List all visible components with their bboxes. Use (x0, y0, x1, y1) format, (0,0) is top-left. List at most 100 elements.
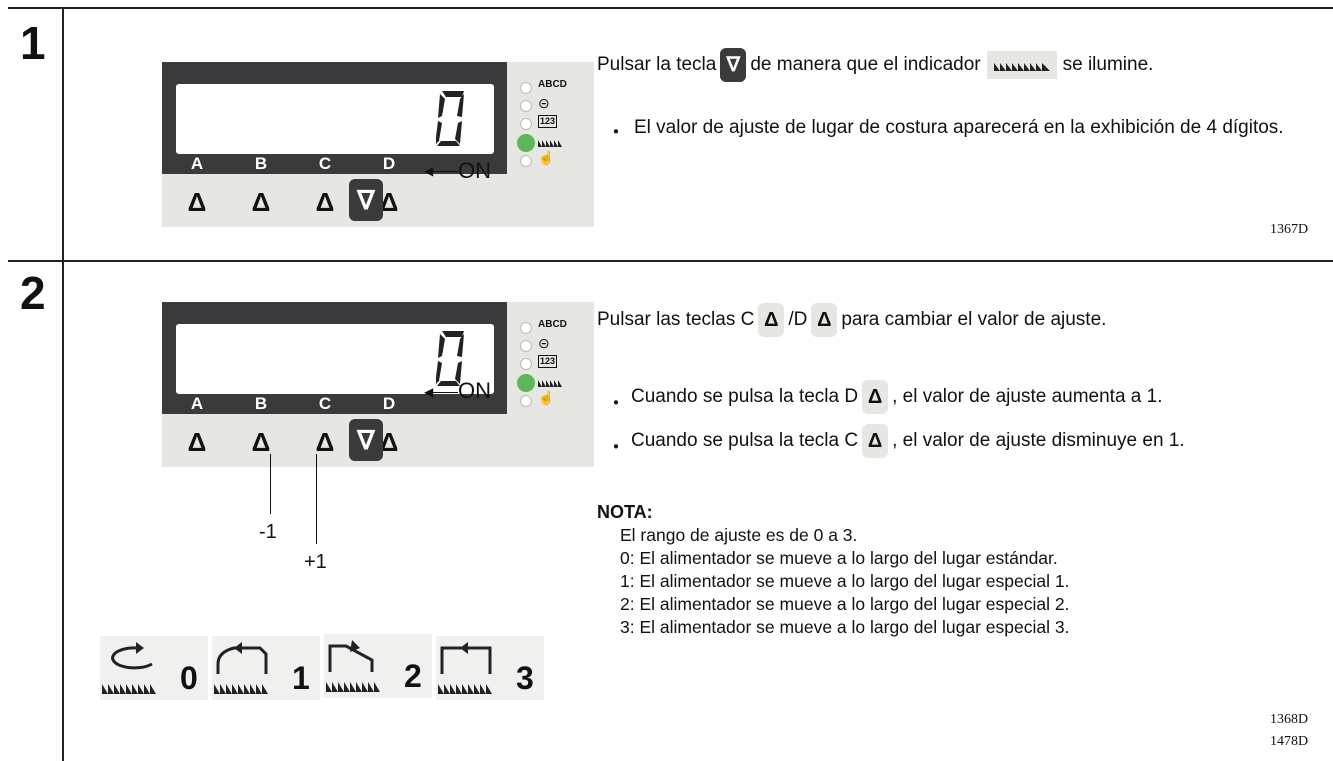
control-panel-step2: A B C D ABCD ⊝ 123 ☝ Δ Δ Δ Δ ∇ (162, 302, 594, 467)
mode-number-2: 2 (404, 658, 422, 694)
step2-main-sep: /D (788, 309, 808, 331)
inline-up-key-d-icon: Δ (862, 380, 889, 414)
key-b[interactable]: Δ (251, 427, 271, 457)
plus-callout-line (316, 454, 317, 544)
ref-code: 1367D (1270, 222, 1309, 237)
led-abcd (520, 82, 532, 94)
minus-one-label: -1 (259, 521, 277, 543)
led-feed-on (517, 134, 535, 152)
ref-code: 1478D (1270, 734, 1309, 749)
abcd-label: ABCD (538, 319, 567, 330)
bullet1-before: Cuando se pulsa la tecla D (631, 386, 859, 408)
mode-number-3: 3 (516, 660, 534, 696)
counter-icon: 123 (538, 355, 558, 368)
mode-number-0: 0 (180, 660, 198, 696)
inline-up-key-c-icon: Δ (758, 303, 785, 337)
inline-up-key-c-icon: Δ (862, 424, 889, 458)
step-number-1: 1 (20, 17, 46, 69)
seven-seg-digit (435, 89, 468, 154)
letter-d: D (382, 394, 396, 413)
on-label-step2: ON (458, 378, 491, 403)
key-a[interactable]: Δ (187, 427, 207, 457)
down-key[interactable]: ∇ (349, 179, 383, 221)
ref-code: 1368D (1270, 712, 1309, 727)
led-program (520, 155, 532, 167)
bullet2-after: , el valor de ajuste disminuye en 1. (892, 430, 1185, 452)
nota-line: 2: El alimentador se mueve a lo largo de… (620, 594, 1070, 614)
step2-main-before: Pulsar las teclas C (597, 309, 755, 331)
step2-main-after: para cambiar el valor de ajuste. (841, 309, 1107, 331)
key-b[interactable]: Δ (251, 187, 271, 217)
nota-line: 1: El alimentador se mueve a lo largo de… (620, 571, 1070, 591)
step-number-2: 2 (20, 267, 46, 319)
mode-icon-0: 0 (100, 636, 208, 700)
display-letters: A B C D (176, 154, 494, 174)
bullet1-after: , el valor de ajuste aumenta a 1. (892, 386, 1163, 408)
control-panel-step1: A B C D ABCD ⊝ 123 ☝ Δ Δ Δ Δ ∇ (162, 62, 594, 227)
plus-one-label: +1 (304, 551, 327, 573)
mode-icon-3: 3 (436, 636, 544, 700)
on-arrow (428, 171, 458, 172)
counter-icon: 123 (538, 115, 558, 128)
inline-feed-indicator-icon (986, 51, 1057, 79)
down-key[interactable]: ∇ (349, 419, 383, 461)
inline-up-key-d-icon: Δ (811, 303, 838, 337)
led-feed-on (517, 374, 535, 392)
letter-a: A (190, 154, 204, 173)
arrow-head: ◀ (424, 385, 434, 399)
instruction-table (8, 7, 1333, 761)
bullet-marker: ・ (606, 437, 626, 459)
led-abcd (520, 322, 532, 334)
key-d[interactable]: Δ (379, 187, 399, 217)
step1-main-text: Pulsar la tecla∇de manera que el indicad… (597, 48, 1153, 82)
row-divider (8, 260, 1333, 262)
nota-title: NOTA: (597, 502, 653, 522)
hand-p-icon: ☝ (538, 390, 555, 405)
four-digit-display (176, 84, 494, 154)
letter-d: D (382, 154, 396, 173)
mode-number-1: 1 (292, 660, 310, 696)
key-a[interactable]: Δ (187, 187, 207, 217)
key-c[interactable]: Δ (315, 187, 335, 217)
feed-dog-icon (538, 137, 562, 150)
seven-seg-digit (435, 329, 468, 394)
nota-line: El rango de ajuste es de 0 a 3. (620, 525, 858, 545)
inline-down-key-icon: ∇ (720, 48, 747, 82)
letter-b: B (254, 154, 268, 173)
mode-icon-2: 2 (324, 634, 432, 698)
bullet-marker: ・ (606, 122, 626, 144)
led-program (520, 395, 532, 407)
timer-icon: ⊝ (538, 95, 550, 111)
nota-line: 3: El alimentador se mueve a lo largo de… (620, 617, 1070, 637)
timer-icon: ⊝ (538, 335, 550, 351)
led-counter (520, 118, 532, 130)
key-c[interactable]: Δ (315, 427, 335, 457)
four-digit-display (176, 324, 494, 394)
letter-b: B (254, 394, 268, 413)
led-timer (520, 100, 532, 112)
letter-c: C (318, 394, 332, 413)
step1-bullet: El valor de ajuste de lugar de costura a… (634, 117, 1284, 138)
column-divider (62, 7, 64, 761)
abcd-label: ABCD (538, 79, 567, 90)
on-label-step1: ON (458, 158, 491, 183)
letter-c: C (318, 154, 332, 173)
key-row: Δ Δ Δ Δ (176, 424, 494, 460)
minus-callout-line (270, 454, 271, 514)
hand-p-icon: ☝ (538, 150, 555, 165)
led-counter (520, 358, 532, 370)
nota-line: 0: El alimentador se mueve a lo largo de… (620, 548, 1058, 568)
key-d[interactable]: Δ (379, 427, 399, 457)
arrow-head: ◀ (424, 164, 434, 178)
on-arrow (428, 392, 458, 393)
step1-main-after: se ilumine. (1062, 54, 1154, 76)
display-letters: A B C D (176, 394, 494, 414)
key-row: Δ Δ Δ Δ (176, 184, 494, 220)
led-timer (520, 340, 532, 352)
bullet2-before: Cuando se pulsa la tecla C (631, 430, 859, 452)
step1-main-middle: de manera que el indicador (750, 54, 981, 76)
table-top-border (8, 7, 1333, 9)
